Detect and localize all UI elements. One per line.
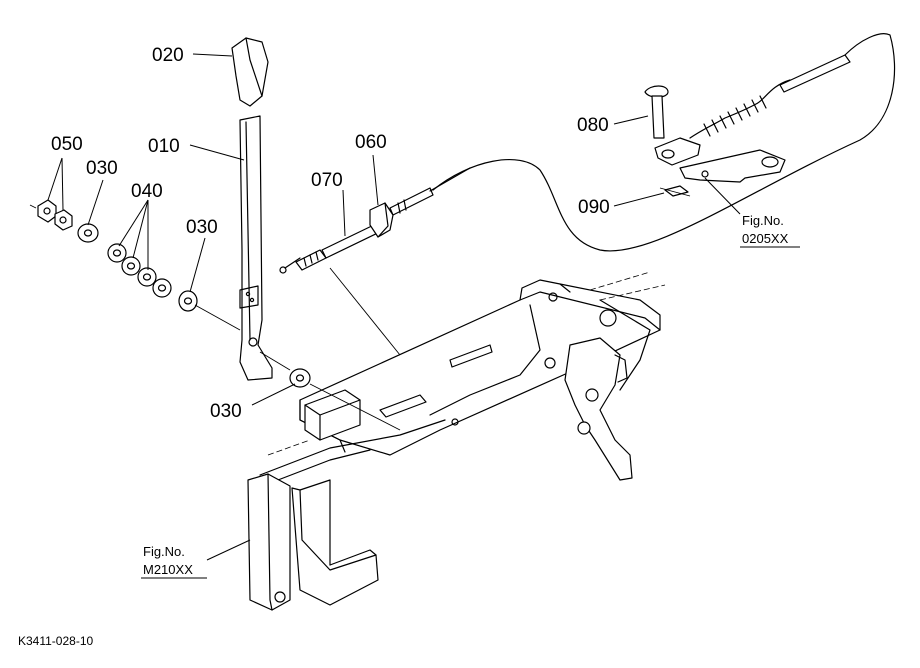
callout-010: 010 xyxy=(148,136,180,157)
fig-ref-0205-line2: 0205XX xyxy=(742,231,789,246)
fig-ref-m210-line2: M210XX xyxy=(143,562,193,577)
knob-020 xyxy=(231,37,269,107)
lever-010 xyxy=(239,115,273,381)
callout-080: 080 xyxy=(577,115,609,136)
callout-030-b: 030 xyxy=(186,217,218,238)
leader-lines xyxy=(47,53,741,561)
callout-070: 070 xyxy=(311,170,343,191)
cable-end-assembly xyxy=(644,54,851,197)
callout-060: 060 xyxy=(355,132,387,153)
figure-ref-m210xx: Fig.No. M210XX xyxy=(141,544,207,579)
callout-020: 020 xyxy=(152,45,184,66)
callout-labels: 020 010 050 030 040 030 030 060 070 080 … xyxy=(51,45,610,422)
frame-bracket xyxy=(247,279,661,611)
callout-050: 050 xyxy=(51,134,83,155)
fig-ref-0205-line1: Fig.No. xyxy=(742,213,784,228)
drawing-code: K3411-028-10 xyxy=(18,634,93,648)
callout-090: 090 xyxy=(578,197,610,218)
callout-030-c: 030 xyxy=(210,401,242,422)
callout-030-a: 030 xyxy=(86,158,118,179)
hardware-stack xyxy=(29,199,401,431)
fig-ref-m210-line1: Fig.No. xyxy=(143,544,185,559)
cable-rod-070 xyxy=(279,33,896,356)
callout-040: 040 xyxy=(131,181,163,202)
projection-lines xyxy=(267,271,666,456)
figure-ref-0205xx: Fig.No. 0205XX xyxy=(740,213,800,248)
